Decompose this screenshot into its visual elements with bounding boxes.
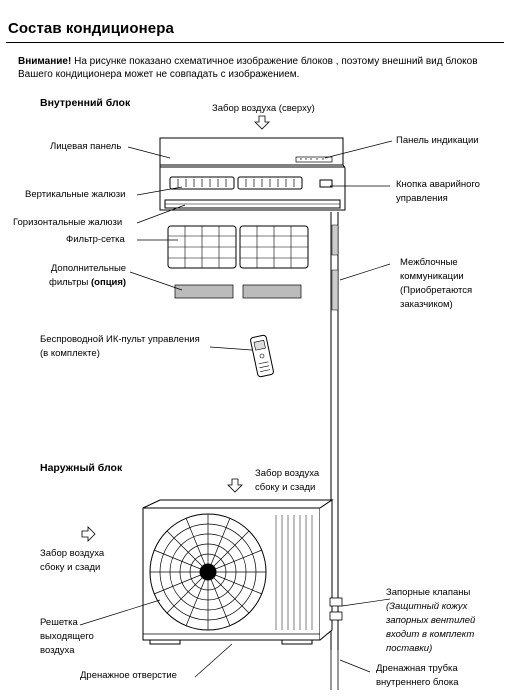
label-horizontal-louvers: Горизонтальные жалюзи: [13, 217, 123, 228]
page-title: Состав кондиционера: [8, 20, 174, 37]
label-filter-mesh: Фильтр-сетка: [66, 234, 125, 245]
label-front-panel: Лицевая панель: [50, 141, 122, 152]
label-vertical-louvers: Вертикальные жалюзи: [25, 189, 126, 200]
emergency-button: [319, 179, 333, 188]
label-interunit-l1: Межблочные: [400, 257, 458, 268]
label-grille-l2: выходящего: [40, 631, 94, 642]
label-valves-l4: входит в комплект: [386, 629, 475, 640]
label-emergency-l2: управления: [396, 193, 448, 204]
label-grille: Решетка выходящего воздуха: [40, 616, 94, 658]
notice-bold: Внимание!: [18, 56, 72, 67]
label-drain-tube-l2: внутреннего блока: [376, 677, 459, 688]
label-drain-tube-l1: Дренажная трубка: [376, 663, 458, 674]
label-intake-right: Забор воздуха сбоку и сзади: [255, 467, 319, 495]
vertical-louvers-left: [169, 176, 235, 190]
stop-valves: [329, 597, 343, 621]
label-valves-l2: (Защитный кожух: [386, 601, 468, 612]
label-valves: Запорные клапаны (Защитный кожух запорных …: [386, 586, 475, 656]
label-extra-filters-option: (опция): [90, 277, 127, 288]
fan-grille: [149, 513, 267, 631]
notice-text: На рисунке показано схематичное изображе…: [18, 56, 478, 80]
label-interunit-l3: (Приобретаются: [400, 285, 473, 296]
label-interunit-l2: коммуникации: [400, 271, 464, 282]
label-air-intake-top: Забор воздуха (сверху): [212, 103, 315, 114]
intake-arrow-top: [254, 115, 270, 130]
filter-mesh: [167, 225, 309, 269]
display-panel: [295, 156, 333, 163]
label-extra-filters-l2: фильтры: [49, 277, 91, 288]
label-remote: Беспроводной ИК-пульт управления (в компл…: [40, 333, 200, 361]
label-valves-l1: Запорные клапаны: [386, 587, 471, 598]
label-remote-l1: Беспроводной ИК-пульт управления: [40, 334, 200, 345]
label-emergency-l1: Кнопка аварийного: [396, 179, 480, 190]
title-rule: [6, 42, 504, 43]
label-intake-right-l2: сбоку и сзади: [255, 482, 316, 493]
outdoor-unit: [81, 478, 343, 690]
indoor-body: [159, 137, 346, 211]
extra-filter-left: [174, 284, 234, 299]
label-interunit: Межблочные коммуникации (Приобретаются зака…: [400, 256, 472, 312]
label-grille-l1: Решетка: [40, 617, 78, 628]
extra-filter-right: [242, 284, 302, 299]
label-extra-filters: Дополнительные фильтры (опция): [46, 262, 126, 290]
remote-control: [250, 334, 274, 378]
intake-arrow-right: [227, 478, 243, 493]
label-emergency-button: Кнопка аварийного управления: [396, 178, 480, 206]
label-drain-tube: Дренажная трубка внутреннего блока: [376, 662, 459, 690]
label-intake-right-l1: Забор воздуха: [255, 468, 320, 479]
intake-arrow-left: [81, 526, 96, 542]
outdoor-heading: Наружный блок: [40, 462, 123, 474]
label-valves-l3: запорных вентилей: [386, 615, 476, 626]
leader-lines: [79, 140, 393, 678]
label-intake-left: Забор воздуха сбоку и сзади: [40, 547, 104, 575]
indoor-unit: [159, 115, 346, 650]
label-grille-l3: воздуха: [40, 645, 75, 656]
label-intake-left-l1: Забор воздуха: [40, 548, 105, 559]
label-intake-left-l2: сбоку и сзади: [40, 562, 101, 573]
label-display-panel: Панель индикации: [396, 135, 479, 146]
label-valves-l5: поставки): [386, 643, 433, 654]
label-drain-hole: Дренажное отверстие: [80, 670, 177, 681]
drain-tube: [330, 650, 339, 690]
label-extra-filters-l1: Дополнительные: [50, 263, 127, 274]
label-remote-l2: (в комплекте): [40, 348, 100, 359]
notice-paragraph: Внимание! На рисунке показано схематично…: [18, 55, 498, 81]
indoor-heading: Внутренний блок: [40, 97, 131, 109]
label-interunit-l4: заказчиком): [400, 299, 453, 310]
vertical-louvers-right: [237, 176, 303, 190]
